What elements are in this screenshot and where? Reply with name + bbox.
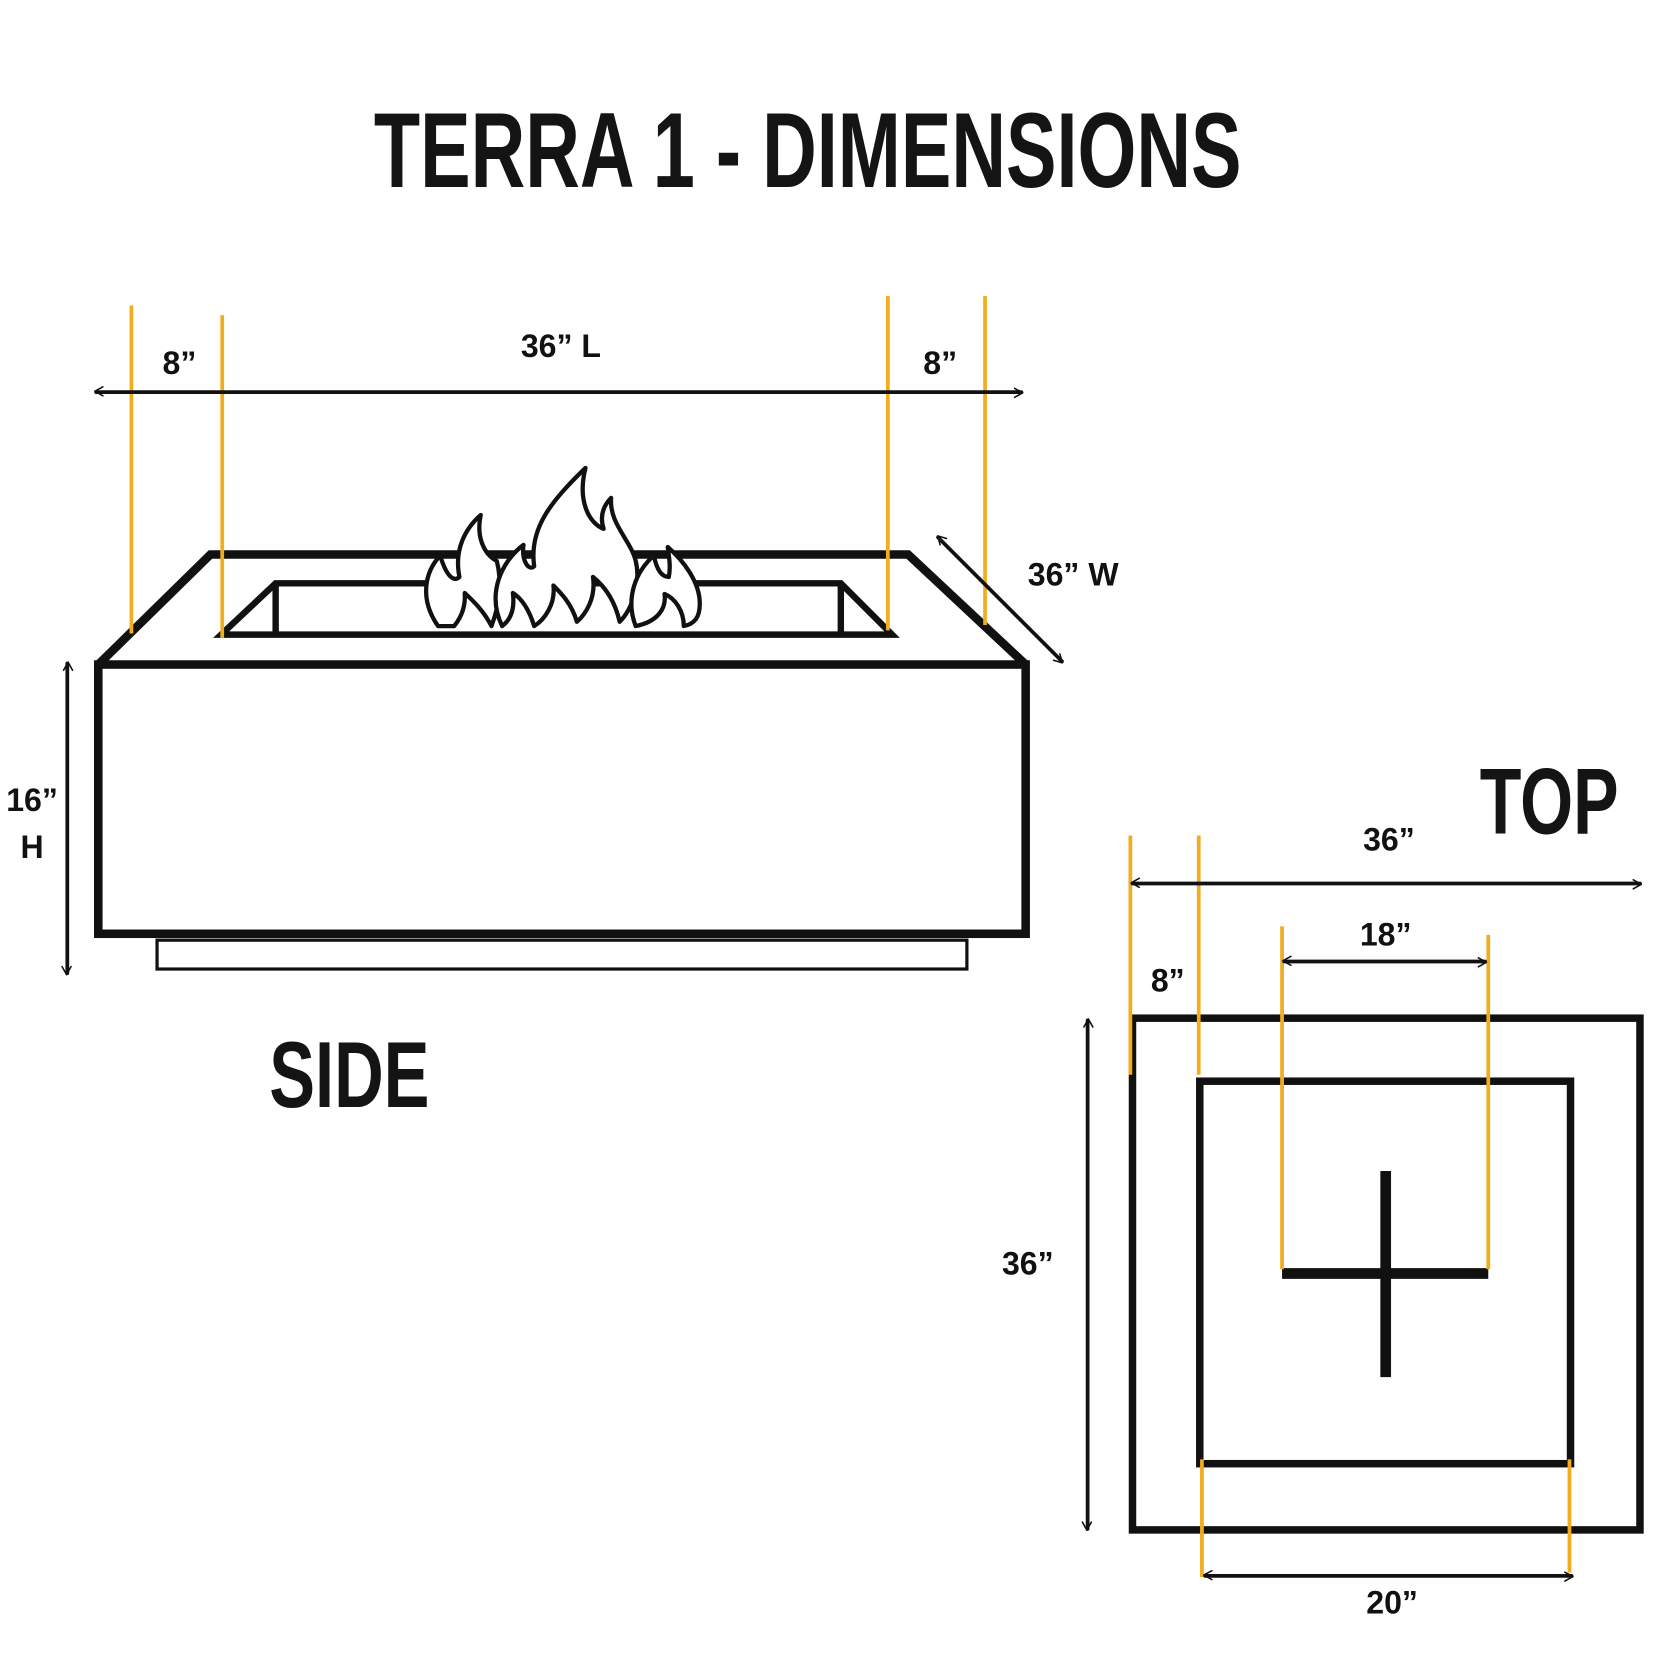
top-heading: TOP bbox=[1480, 748, 1619, 853]
side-heading: SIDE bbox=[269, 1022, 429, 1127]
outer-width-label: 36” bbox=[1363, 821, 1415, 857]
length-label: 36” L bbox=[521, 328, 601, 364]
flame-icon bbox=[424, 465, 702, 629]
fire-pit-body bbox=[94, 660, 1030, 939]
fire-pit-base bbox=[155, 938, 969, 971]
height-label-unit: H bbox=[20, 829, 43, 865]
width-label: 36” W bbox=[1028, 556, 1120, 592]
height-label-value: 16” bbox=[6, 782, 58, 818]
rim-label: 8” bbox=[1151, 962, 1185, 998]
page-title: TERRA 1 - DIMENSIONS bbox=[374, 90, 1242, 210]
outer-square bbox=[1128, 1014, 1644, 1534]
opening-label: 20” bbox=[1366, 1584, 1418, 1620]
side-view: 8” 36” L 8” 36” W 16” H SIDE bbox=[6, 295, 1120, 1127]
width-arrow bbox=[936, 535, 1064, 664]
right-rim-label: 8” bbox=[923, 345, 957, 381]
burner-label: 18” bbox=[1360, 917, 1412, 953]
top-view: TOP 36” 18” 8” 36” 20” bbox=[1002, 748, 1644, 1620]
outer-depth-label: 36” bbox=[1002, 1246, 1054, 1282]
left-rim-label: 8” bbox=[163, 345, 197, 381]
inner-opening bbox=[1196, 1077, 1575, 1468]
